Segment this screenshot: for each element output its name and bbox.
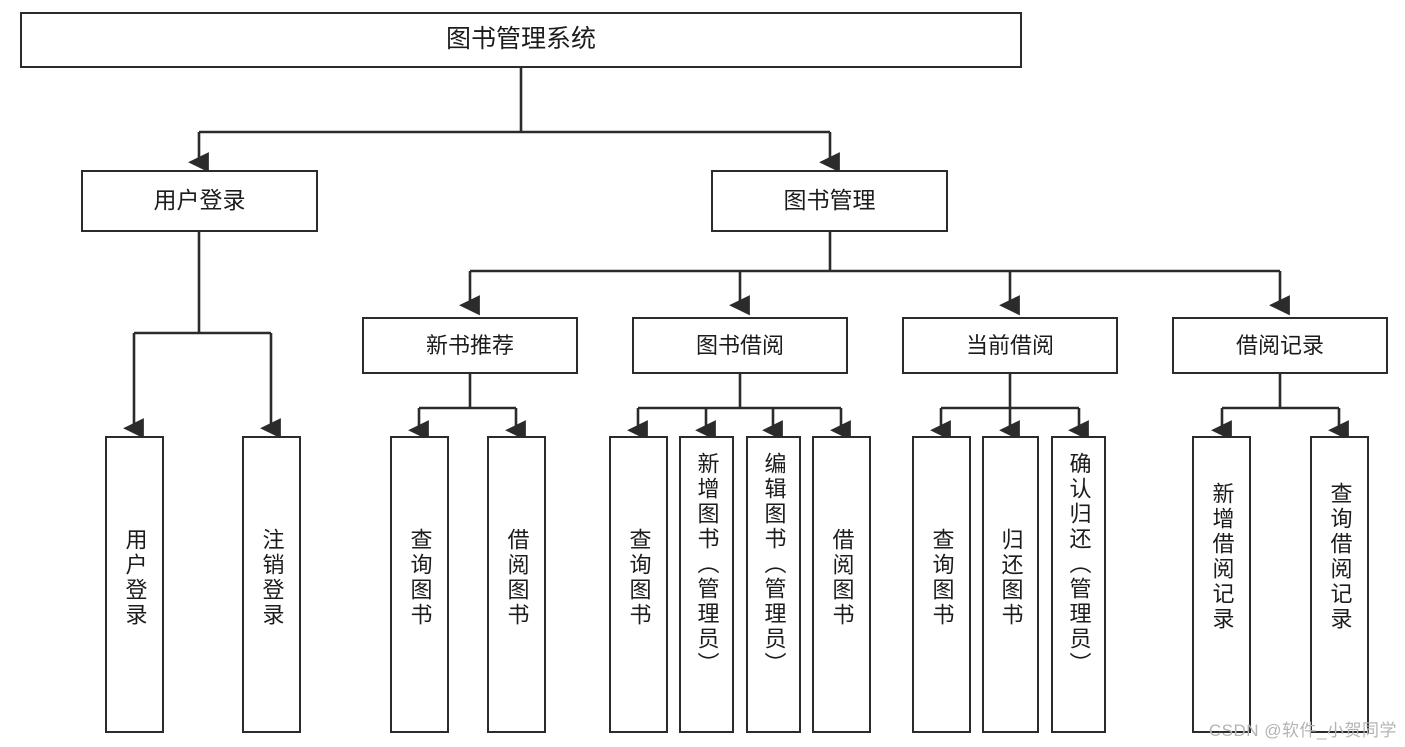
node-label: 借阅图书 (504, 528, 530, 628)
node-label: 新增图书（管理员） (694, 452, 720, 677)
node-book-management-system[interactable]: 图书管理系统 (20, 12, 1022, 68)
node-label: 注销登录 (259, 528, 285, 628)
leaf-add-borrow-record[interactable]: 新增借阅记录 (1192, 436, 1251, 733)
leaf-borrow-book[interactable]: 借阅图书 (812, 436, 871, 733)
node-label: 查询图书 (929, 528, 955, 628)
csdn-watermark: CSDN @软件_小贺同学 (1208, 721, 1397, 740)
node-label: 新书推荐 (425, 332, 514, 358)
node-user-login[interactable]: 用户登录 (81, 170, 318, 232)
leaf-logout[interactable]: 注销登录 (242, 436, 301, 733)
leaf-query-borrow-record[interactable]: 查询借阅记录 (1310, 436, 1369, 733)
node-label: 用户登录 (153, 187, 246, 214)
node-label: 查询借阅记录 (1327, 482, 1353, 632)
node-label: 当前借阅 (965, 332, 1054, 358)
node-label: 借阅图书 (829, 528, 855, 628)
node-label: 查询图书 (626, 528, 652, 628)
node-book-borrowing[interactable]: 图书借阅 (632, 317, 848, 374)
node-label: 确认归还（管理员） (1066, 452, 1092, 677)
node-current-borrowing[interactable]: 当前借阅 (902, 317, 1118, 374)
leaf-confirm-return-admin[interactable]: 确认归还（管理员） (1051, 436, 1106, 733)
leaf-return-book[interactable]: 归还图书 (982, 436, 1039, 733)
node-label: 用户登录 (122, 528, 148, 628)
leaf-query-book-current[interactable]: 查询图书 (912, 436, 971, 733)
node-label: 归还图书 (998, 528, 1024, 628)
leaf-user-login[interactable]: 用户登录 (105, 436, 164, 733)
node-label: 新增借阅记录 (1209, 482, 1235, 632)
leaf-query-book-newbook[interactable]: 查询图书 (390, 436, 449, 733)
node-borrowing-record[interactable]: 借阅记录 (1172, 317, 1388, 374)
node-book-management[interactable]: 图书管理 (711, 170, 948, 232)
leaf-edit-book-admin[interactable]: 编辑图书（管理员） (746, 436, 801, 733)
node-label: 图书管理 (783, 187, 876, 214)
leaf-query-book-borrow[interactable]: 查询图书 (609, 436, 668, 733)
node-new-book-recommendation[interactable]: 新书推荐 (362, 317, 578, 374)
node-label: 图书借阅 (695, 332, 784, 358)
node-label: 借阅记录 (1235, 332, 1324, 358)
node-label: 查询图书 (407, 528, 433, 628)
node-label: 图书管理系统 (445, 25, 596, 54)
node-label: 编辑图书（管理员） (761, 452, 787, 677)
leaf-add-book-admin[interactable]: 新增图书（管理员） (679, 436, 734, 733)
leaf-borrow-book-newbook[interactable]: 借阅图书 (487, 436, 546, 733)
